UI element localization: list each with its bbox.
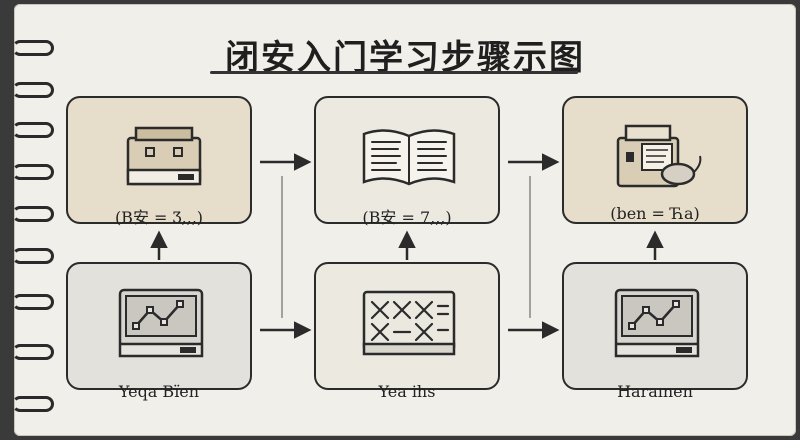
spiral-ring	[12, 40, 54, 56]
notebook-page: 闭安入门学习步骤示图 (B安 = Ʒ,,,) (B安 =	[12, 4, 796, 436]
monitor-graph-icon	[614, 288, 700, 358]
step-card-bottom-left: Yeqa Bїen	[66, 262, 252, 401]
step-label: (B安 = Ʒ,,,)	[114, 208, 204, 227]
spiral-ring	[12, 164, 54, 180]
step-card-bottom-middle: Yea ihs	[314, 262, 500, 401]
step-label: (B安 = 7,,,)	[362, 208, 452, 227]
title-underline	[210, 71, 578, 74]
pattern-book-icon	[362, 290, 456, 356]
flow-connectors	[150, 153, 664, 339]
spiral-ring	[12, 294, 54, 310]
step-card-bottom-right: Haraınen	[562, 262, 748, 401]
step-card-top-middle: (B安 = 7,,,)	[314, 96, 500, 227]
spiral-ring	[12, 344, 54, 360]
spiral-ring	[12, 206, 54, 222]
spiral-ring	[12, 122, 54, 138]
step-label: Yeqa Bїen	[118, 382, 200, 401]
step-label: Yea ihs	[378, 382, 436, 401]
open-book-icon	[362, 129, 456, 186]
printer-icon	[126, 126, 202, 186]
monitor-graph-icon	[118, 288, 204, 358]
step-label: Haraınen	[617, 382, 693, 401]
printer-with-mouse-icon	[616, 124, 702, 188]
spiral-ring	[12, 82, 54, 98]
spiral-ring	[12, 396, 54, 412]
spiral-ring	[12, 248, 54, 264]
step-card-top-left: (B安 = Ʒ,,,)	[66, 96, 252, 227]
step-card-top-right: (ben = Ћa)	[562, 96, 748, 224]
step-label: (ben = Ћa)	[610, 204, 700, 223]
